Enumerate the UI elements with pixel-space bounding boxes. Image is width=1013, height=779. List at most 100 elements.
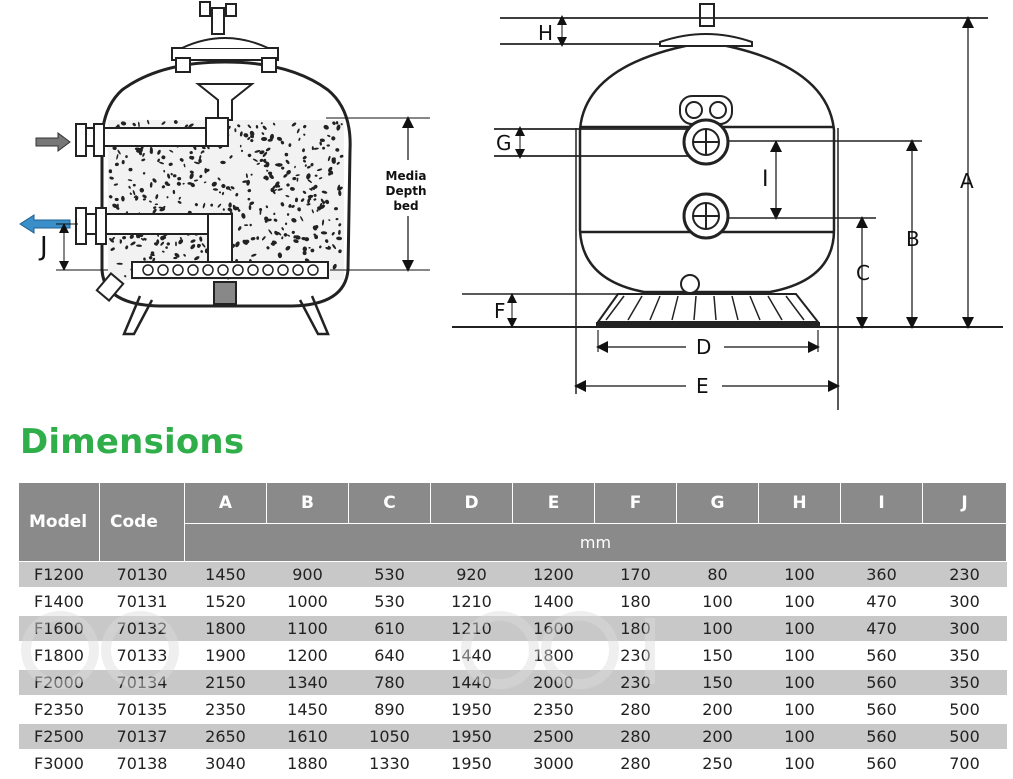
cell-j: 350 <box>922 669 1007 697</box>
cell-h: 100 <box>758 615 841 643</box>
cell-g: 80 <box>676 561 759 589</box>
cell-b: 900 <box>266 561 349 589</box>
column-header-g: G <box>676 482 759 524</box>
column-header-f: F <box>594 482 677 524</box>
column-header-code: Code <box>99 482 185 562</box>
column-header-b: B <box>266 482 349 524</box>
cell-g: 250 <box>676 750 759 778</box>
cell-a: 2150 <box>184 669 267 697</box>
column-header-j: J <box>922 482 1007 524</box>
cell-e: 1400 <box>512 588 595 616</box>
cell-e: 2350 <box>512 696 595 724</box>
dim-label-b: B <box>906 227 920 251</box>
cell-code: 70138 <box>99 750 185 778</box>
collector-laterals <box>142 264 319 276</box>
cell-j: 300 <box>922 588 1007 616</box>
cutaway-filter: J Media Depth bed <box>19 1 430 336</box>
cell-i: 470 <box>840 588 923 616</box>
cell-g: 100 <box>676 588 759 616</box>
media-label-line3: bed <box>393 199 418 213</box>
cell-model: F1600 <box>18 615 100 643</box>
column-header-i: I <box>840 482 923 524</box>
cell-j: 230 <box>922 561 1007 589</box>
cell-h: 100 <box>758 669 841 697</box>
cell-c: 640 <box>348 642 431 670</box>
column-header-d: D <box>430 482 513 524</box>
cell-d: 1440 <box>430 669 513 697</box>
filter-diagrams: J Media Depth bed <box>19 1 1003 410</box>
media-label-line2: Depth <box>386 184 427 198</box>
exterior-filter: H A G B I C F D E <box>452 3 1003 410</box>
cell-b: 1340 <box>266 669 349 697</box>
cell-j: 300 <box>922 615 1007 643</box>
stand-ribs <box>605 295 805 321</box>
cell-model: F2350 <box>18 696 100 724</box>
cell-e: 2500 <box>512 723 595 751</box>
cell-e: 1600 <box>512 615 595 643</box>
cell-d: 1950 <box>430 750 513 778</box>
cell-e: 3000 <box>512 750 595 778</box>
cell-f: 230 <box>594 669 677 697</box>
cell-model: F1200 <box>18 561 100 589</box>
cell-e: 2000 <box>512 669 595 697</box>
cell-e: 1800 <box>512 642 595 670</box>
dim-label-j: J <box>38 232 48 262</box>
cell-h: 100 <box>758 642 841 670</box>
cell-f: 230 <box>594 642 677 670</box>
cell-a: 1900 <box>184 642 267 670</box>
cell-h: 100 <box>758 696 841 724</box>
cell-d: 1950 <box>430 696 513 724</box>
cell-a: 1450 <box>184 561 267 589</box>
cell-model: F3000 <box>18 750 100 778</box>
column-header-c: C <box>348 482 431 524</box>
dim-label-g: G <box>496 131 512 155</box>
cell-g: 150 <box>676 642 759 670</box>
cell-j: 350 <box>922 642 1007 670</box>
cell-i: 560 <box>840 750 923 778</box>
dim-label-i: I <box>762 167 769 192</box>
cell-g: 200 <box>676 723 759 751</box>
cell-code: 70131 <box>99 588 185 616</box>
media-label-line1: Media <box>386 169 427 183</box>
column-header-h: H <box>758 482 841 524</box>
cell-c: 780 <box>348 669 431 697</box>
cell-h: 100 <box>758 723 841 751</box>
column-header-e: E <box>512 482 595 524</box>
cell-b: 1100 <box>266 615 349 643</box>
cell-g: 100 <box>676 615 759 643</box>
dim-label-f: F <box>494 299 506 323</box>
dim-label-a: A <box>960 169 974 193</box>
cell-f: 180 <box>594 588 677 616</box>
cell-h: 100 <box>758 588 841 616</box>
cell-code: 70134 <box>99 669 185 697</box>
cell-model: F2500 <box>18 723 100 751</box>
cell-c: 530 <box>348 561 431 589</box>
cell-f: 170 <box>594 561 677 589</box>
cell-e: 1200 <box>512 561 595 589</box>
cell-code: 70135 <box>99 696 185 724</box>
cell-j: 500 <box>922 696 1007 724</box>
filter-diagrams-svg: J Media Depth bed <box>19 1 1003 410</box>
cell-a: 2350 <box>184 696 267 724</box>
cell-d: 1440 <box>430 642 513 670</box>
cell-d: 1210 <box>430 588 513 616</box>
cell-model: F1800 <box>18 642 100 670</box>
cell-d: 1210 <box>430 615 513 643</box>
page-title: Dimensions <box>20 422 245 462</box>
cell-c: 530 <box>348 588 431 616</box>
cell-g: 150 <box>676 669 759 697</box>
cell-code: 70137 <box>99 723 185 751</box>
column-header-model: Model <box>18 482 100 562</box>
dim-label-c: C <box>856 261 870 285</box>
cell-d: 1950 <box>430 723 513 751</box>
